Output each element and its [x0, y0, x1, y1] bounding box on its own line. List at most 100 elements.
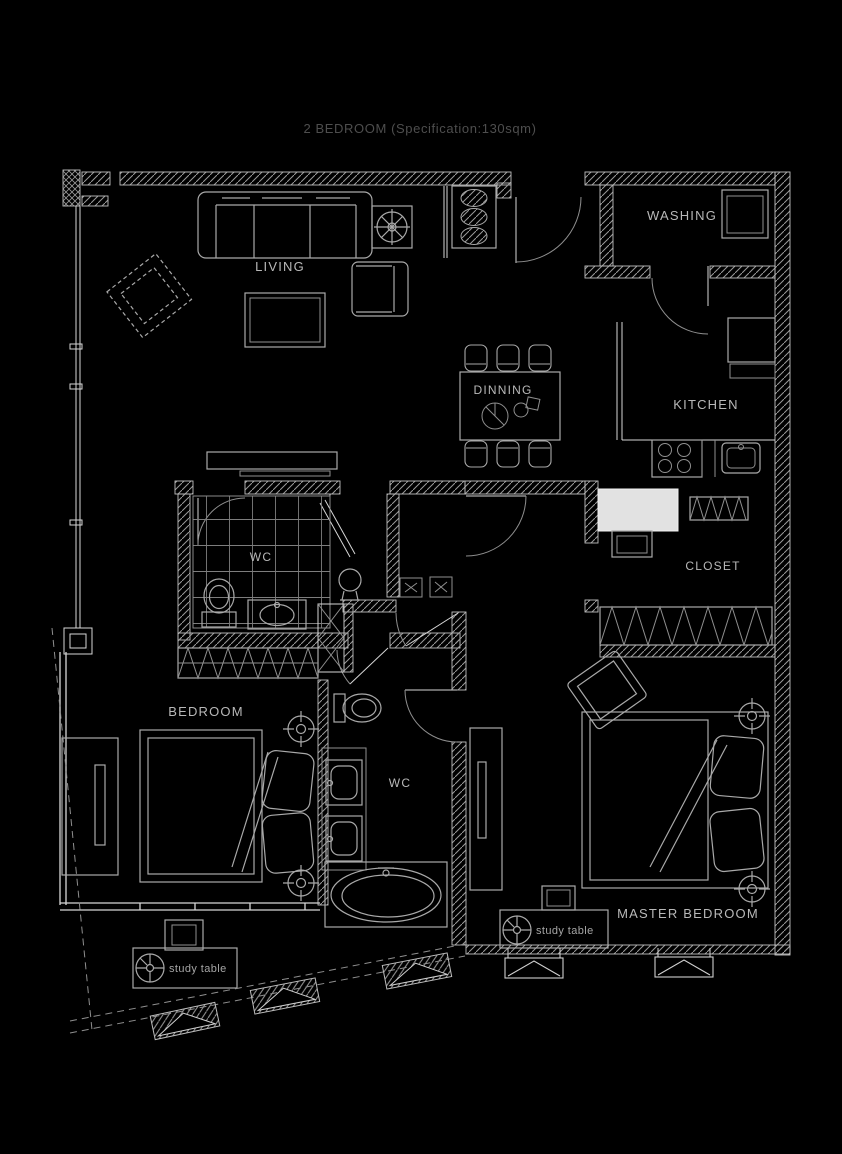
wc-upper: WC	[192, 495, 331, 630]
dining-table	[459, 371, 561, 441]
side-table	[371, 205, 413, 249]
decor-icon	[460, 227, 488, 245]
burners-icon	[658, 443, 691, 473]
living-label: LIVING	[255, 259, 305, 274]
entry-door-swing	[515, 196, 582, 263]
washing-machine	[721, 189, 769, 239]
study-table-group: study table	[132, 919, 238, 989]
left-window-wall	[75, 206, 81, 628]
master-bedroom-label: MASTER BEDROOM	[617, 906, 759, 921]
study-table-group: study table	[499, 885, 609, 949]
coffee-table	[244, 292, 326, 348]
master-bedroom: MASTER BEDROOM study table	[469, 650, 771, 979]
table-setting-icon	[481, 396, 541, 430]
dining-label: DINNING	[473, 383, 532, 397]
wc-lower: WC	[321, 693, 448, 928]
washing-left-wall	[599, 184, 614, 267]
pillow	[709, 735, 765, 799]
decor-icon	[460, 189, 488, 207]
toilet	[201, 578, 237, 628]
basin	[325, 759, 363, 806]
closet-cabinet	[597, 488, 679, 532]
kitchen-counter	[727, 317, 776, 363]
wc-upper-label: WC	[250, 550, 272, 564]
pillow	[261, 812, 315, 874]
bedroom-bottom-wall	[60, 902, 320, 911]
entry	[443, 185, 497, 258]
tv-console	[206, 451, 338, 470]
lounge-chair	[106, 252, 193, 339]
living-room: LIVING	[106, 191, 413, 477]
vanity-counter	[321, 747, 367, 871]
washing-door-swing	[651, 277, 709, 335]
bed	[139, 729, 279, 883]
closet-left-wall	[584, 480, 599, 544]
label-box	[499, 909, 609, 949]
bedroom-left-wall	[59, 652, 67, 905]
study-table-label: study table	[536, 925, 594, 937]
vanity-sink	[247, 599, 307, 630]
bedroom: BEDROOM study table	[61, 646, 320, 989]
kitchen-sink	[721, 442, 761, 474]
basin	[325, 815, 363, 862]
right-outer-wall	[774, 171, 791, 956]
wall-cabinet	[429, 576, 453, 598]
wall-junction	[63, 627, 93, 655]
decor-icon	[460, 208, 488, 226]
wc-lower-door-swing	[404, 689, 458, 743]
kitchen: KITCHEN	[651, 317, 776, 478]
balcony	[51, 627, 466, 1041]
master-top-wall	[599, 644, 776, 658]
faucet-icon	[738, 444, 744, 450]
pillow	[709, 807, 765, 873]
corner-column	[62, 169, 81, 207]
boundary-line	[51, 627, 93, 1031]
tiled-floor	[192, 495, 331, 629]
bedroom-door-leaf	[349, 647, 389, 685]
coffee-table-inner	[249, 297, 321, 343]
walls	[59, 169, 791, 956]
washing-room: WASHING	[647, 189, 769, 239]
stool	[338, 568, 362, 601]
wardrobe	[689, 495, 749, 522]
dining-area: DINNING	[459, 344, 561, 468]
master-bottom-wall	[465, 944, 791, 955]
bed	[581, 711, 769, 889]
wc-lower-label: WC	[389, 776, 411, 790]
top-wall-west	[119, 171, 512, 186]
bathtub	[324, 861, 448, 928]
wc-upper-left-wall	[177, 493, 191, 641]
bedroom-label: BEDROOM	[168, 704, 244, 719]
closet-label: CLOSET	[685, 559, 740, 573]
label-box	[132, 947, 238, 989]
plant-icon	[374, 209, 410, 245]
dresser	[469, 727, 503, 891]
toilet	[333, 693, 382, 723]
hall-door-swing	[465, 495, 527, 557]
master-door-swing	[395, 612, 407, 647]
service-shaft	[317, 603, 354, 673]
master-left-wall	[451, 611, 467, 691]
lounge-chair	[567, 650, 647, 730]
top-wall-east	[584, 171, 776, 186]
wall-cabinet	[399, 577, 423, 598]
wc-lower-left-wall	[317, 679, 329, 906]
master-door-leaf	[405, 612, 459, 647]
wardrobe	[599, 605, 773, 647]
desk	[164, 919, 204, 951]
corridor	[317, 568, 453, 673]
closet-room: CLOSET	[597, 488, 773, 647]
plan-title: 2 BEDROOM (Specification:130sqm)	[303, 121, 536, 136]
tv	[239, 470, 331, 477]
wardrobe	[177, 646, 319, 680]
bedroom-top-wall	[177, 632, 349, 649]
pillow	[261, 750, 315, 812]
shoe-cabinet	[451, 185, 497, 249]
closet-stool	[611, 530, 653, 558]
armchair	[351, 261, 409, 317]
washing-label: WASHING	[647, 208, 717, 223]
dresser	[61, 737, 119, 876]
doors	[197, 196, 709, 743]
